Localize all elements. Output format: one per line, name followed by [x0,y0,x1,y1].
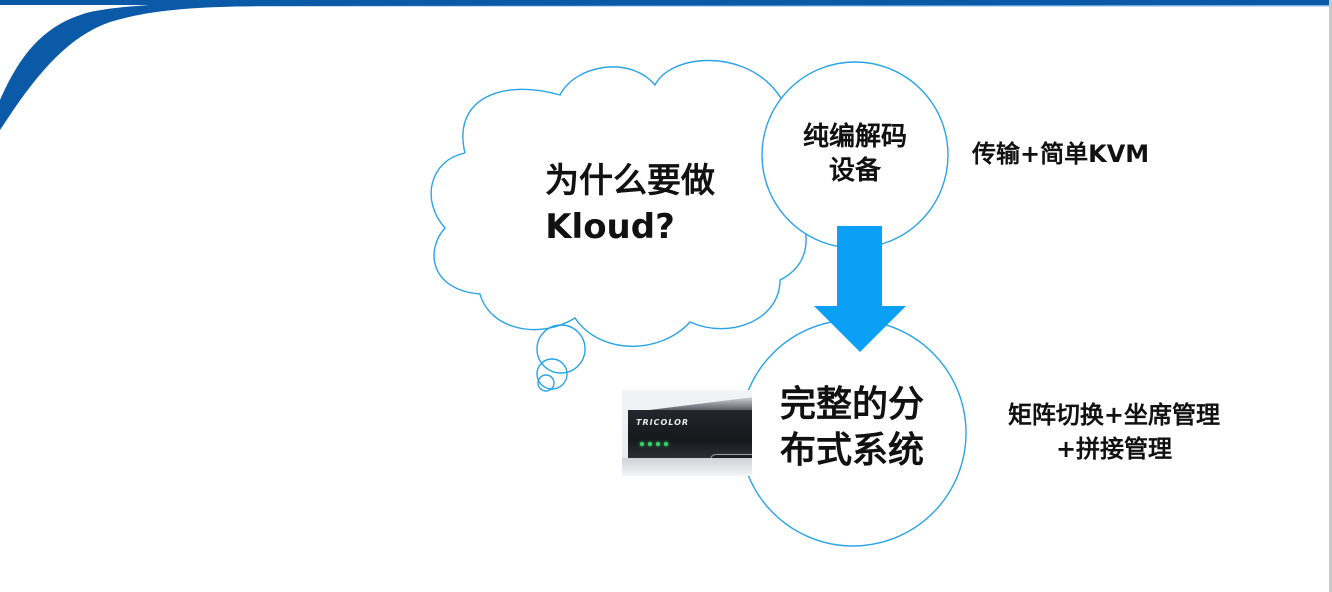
device-image: TRICOLOR [622,390,752,476]
top-side-label: 传输+简单KVM [972,140,1150,168]
thought-bubbles [536,324,586,392]
device-brand-label: TRICOLOR [636,418,690,427]
cloud-title-line1: 为什么要做 [545,161,715,201]
top-circle-label: 纯编解码 设备 [775,120,935,188]
device-leds [640,442,668,446]
slide-right-edge [1329,0,1332,592]
bottom-circle-line1: 完整的分 [779,384,924,425]
down-arrow-icon [814,226,906,352]
led-indicator [648,442,652,446]
bottom-circle-line2: 布式系统 [779,430,924,471]
bottom-side-label: 矩阵切换+坐席管理 +拼接管理 [984,398,1244,466]
bottom-side-line2: +拼接管理 [1055,435,1173,463]
cloud-title: 为什么要做 Kloud? [510,158,750,250]
cloud-title-line2: Kloud? [545,207,675,247]
top-circle-line2: 设备 [828,156,881,186]
led-indicator [664,442,668,446]
header-swoosh [0,0,1332,130]
led-indicator [640,442,644,446]
top-circle-line1: 纯编解码 [802,122,907,152]
bottom-side-line1: 矩阵切换+坐席管理 [1007,401,1221,429]
bottom-circle-label: 完整的分 布式系统 [752,382,952,474]
led-indicator [656,442,660,446]
